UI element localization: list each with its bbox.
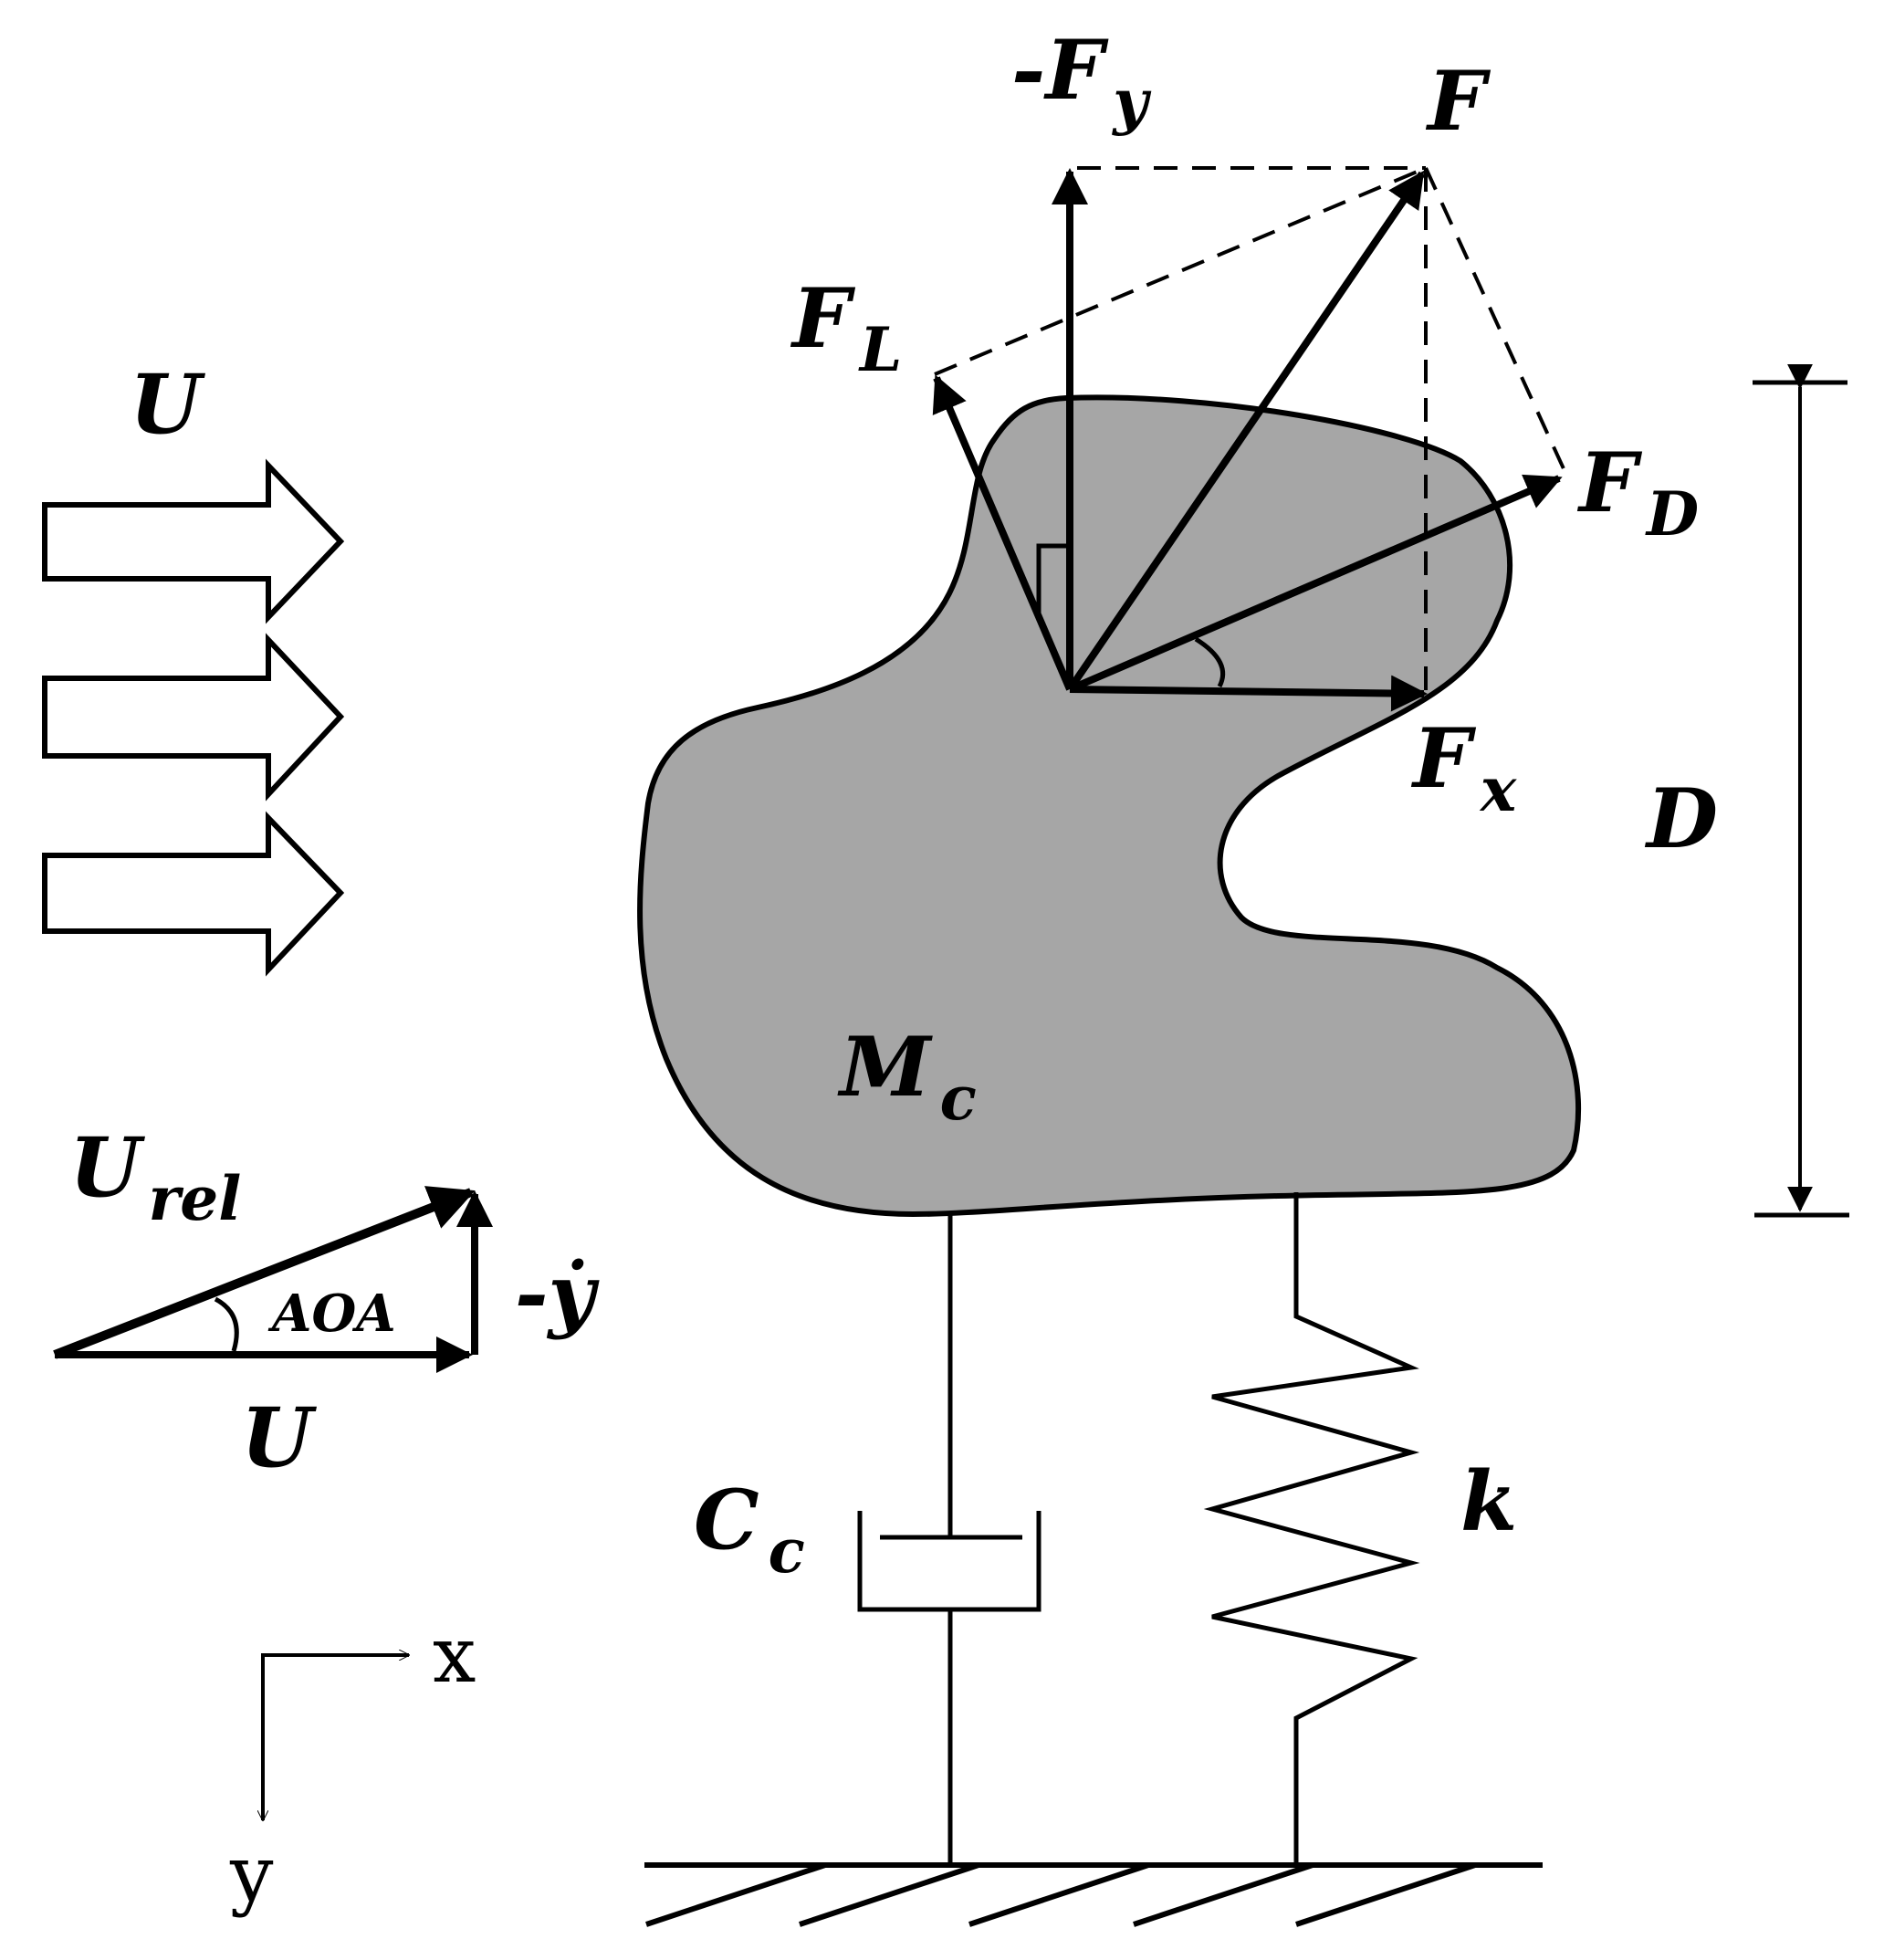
ground-hatch-5: [1295, 1862, 1476, 1927]
force-construction-lines: [934, 166, 1568, 690]
dashed-f-to-fd: [1424, 167, 1568, 476]
ground-hatch-2: [799, 1862, 979, 1927]
resultant-force-vector: [1066, 170, 1426, 692]
velocity-triangle: [53, 1186, 493, 1373]
ground-hatch-3: [968, 1862, 1149, 1927]
flow-arrow-1: [42, 458, 345, 624]
ground: [644, 1862, 1543, 1927]
label-aoa: AOA: [267, 1284, 396, 1344]
label-neg-ydot: -ẏ: [515, 1246, 601, 1341]
label-f: F: [1425, 53, 1492, 150]
urel-vector: [53, 1186, 476, 1359]
label-axis-y: y: [229, 1829, 274, 1919]
dashed-fl-to-f: [934, 166, 1427, 376]
label-k: k: [1460, 1453, 1517, 1550]
label-u-flow: U: [130, 356, 206, 453]
force-vectors: [932, 168, 1563, 712]
flow-arrow-2: [42, 633, 345, 802]
dimension-d: [1753, 363, 1849, 1218]
right-angle-marker: [1036, 543, 1070, 621]
label-axis-x: x: [433, 1610, 476, 1700]
flow-arrow-3: [42, 811, 345, 977]
bluff-body: [637, 394, 1582, 1218]
spring: [1203, 1192, 1420, 1865]
damper: [857, 1212, 1041, 1865]
label-d: D: [1644, 770, 1718, 867]
coordinate-axes: [261, 1653, 409, 1820]
label-u-triangle: U: [241, 1389, 318, 1486]
aoa-arc: [214, 1296, 239, 1352]
angle-arc-fd-fx: [1194, 636, 1226, 688]
flow-arrows: [42, 458, 345, 977]
ground-hatch-4: [1133, 1862, 1314, 1927]
angle-markers: [1036, 543, 1226, 688]
ground-hatch-1: [645, 1862, 826, 1927]
spring-coil: [1203, 1192, 1420, 1865]
drag-force-vector: [1068, 474, 1563, 693]
fx-vector: [1069, 675, 1428, 712]
lift-force-vector: [932, 374, 1073, 691]
